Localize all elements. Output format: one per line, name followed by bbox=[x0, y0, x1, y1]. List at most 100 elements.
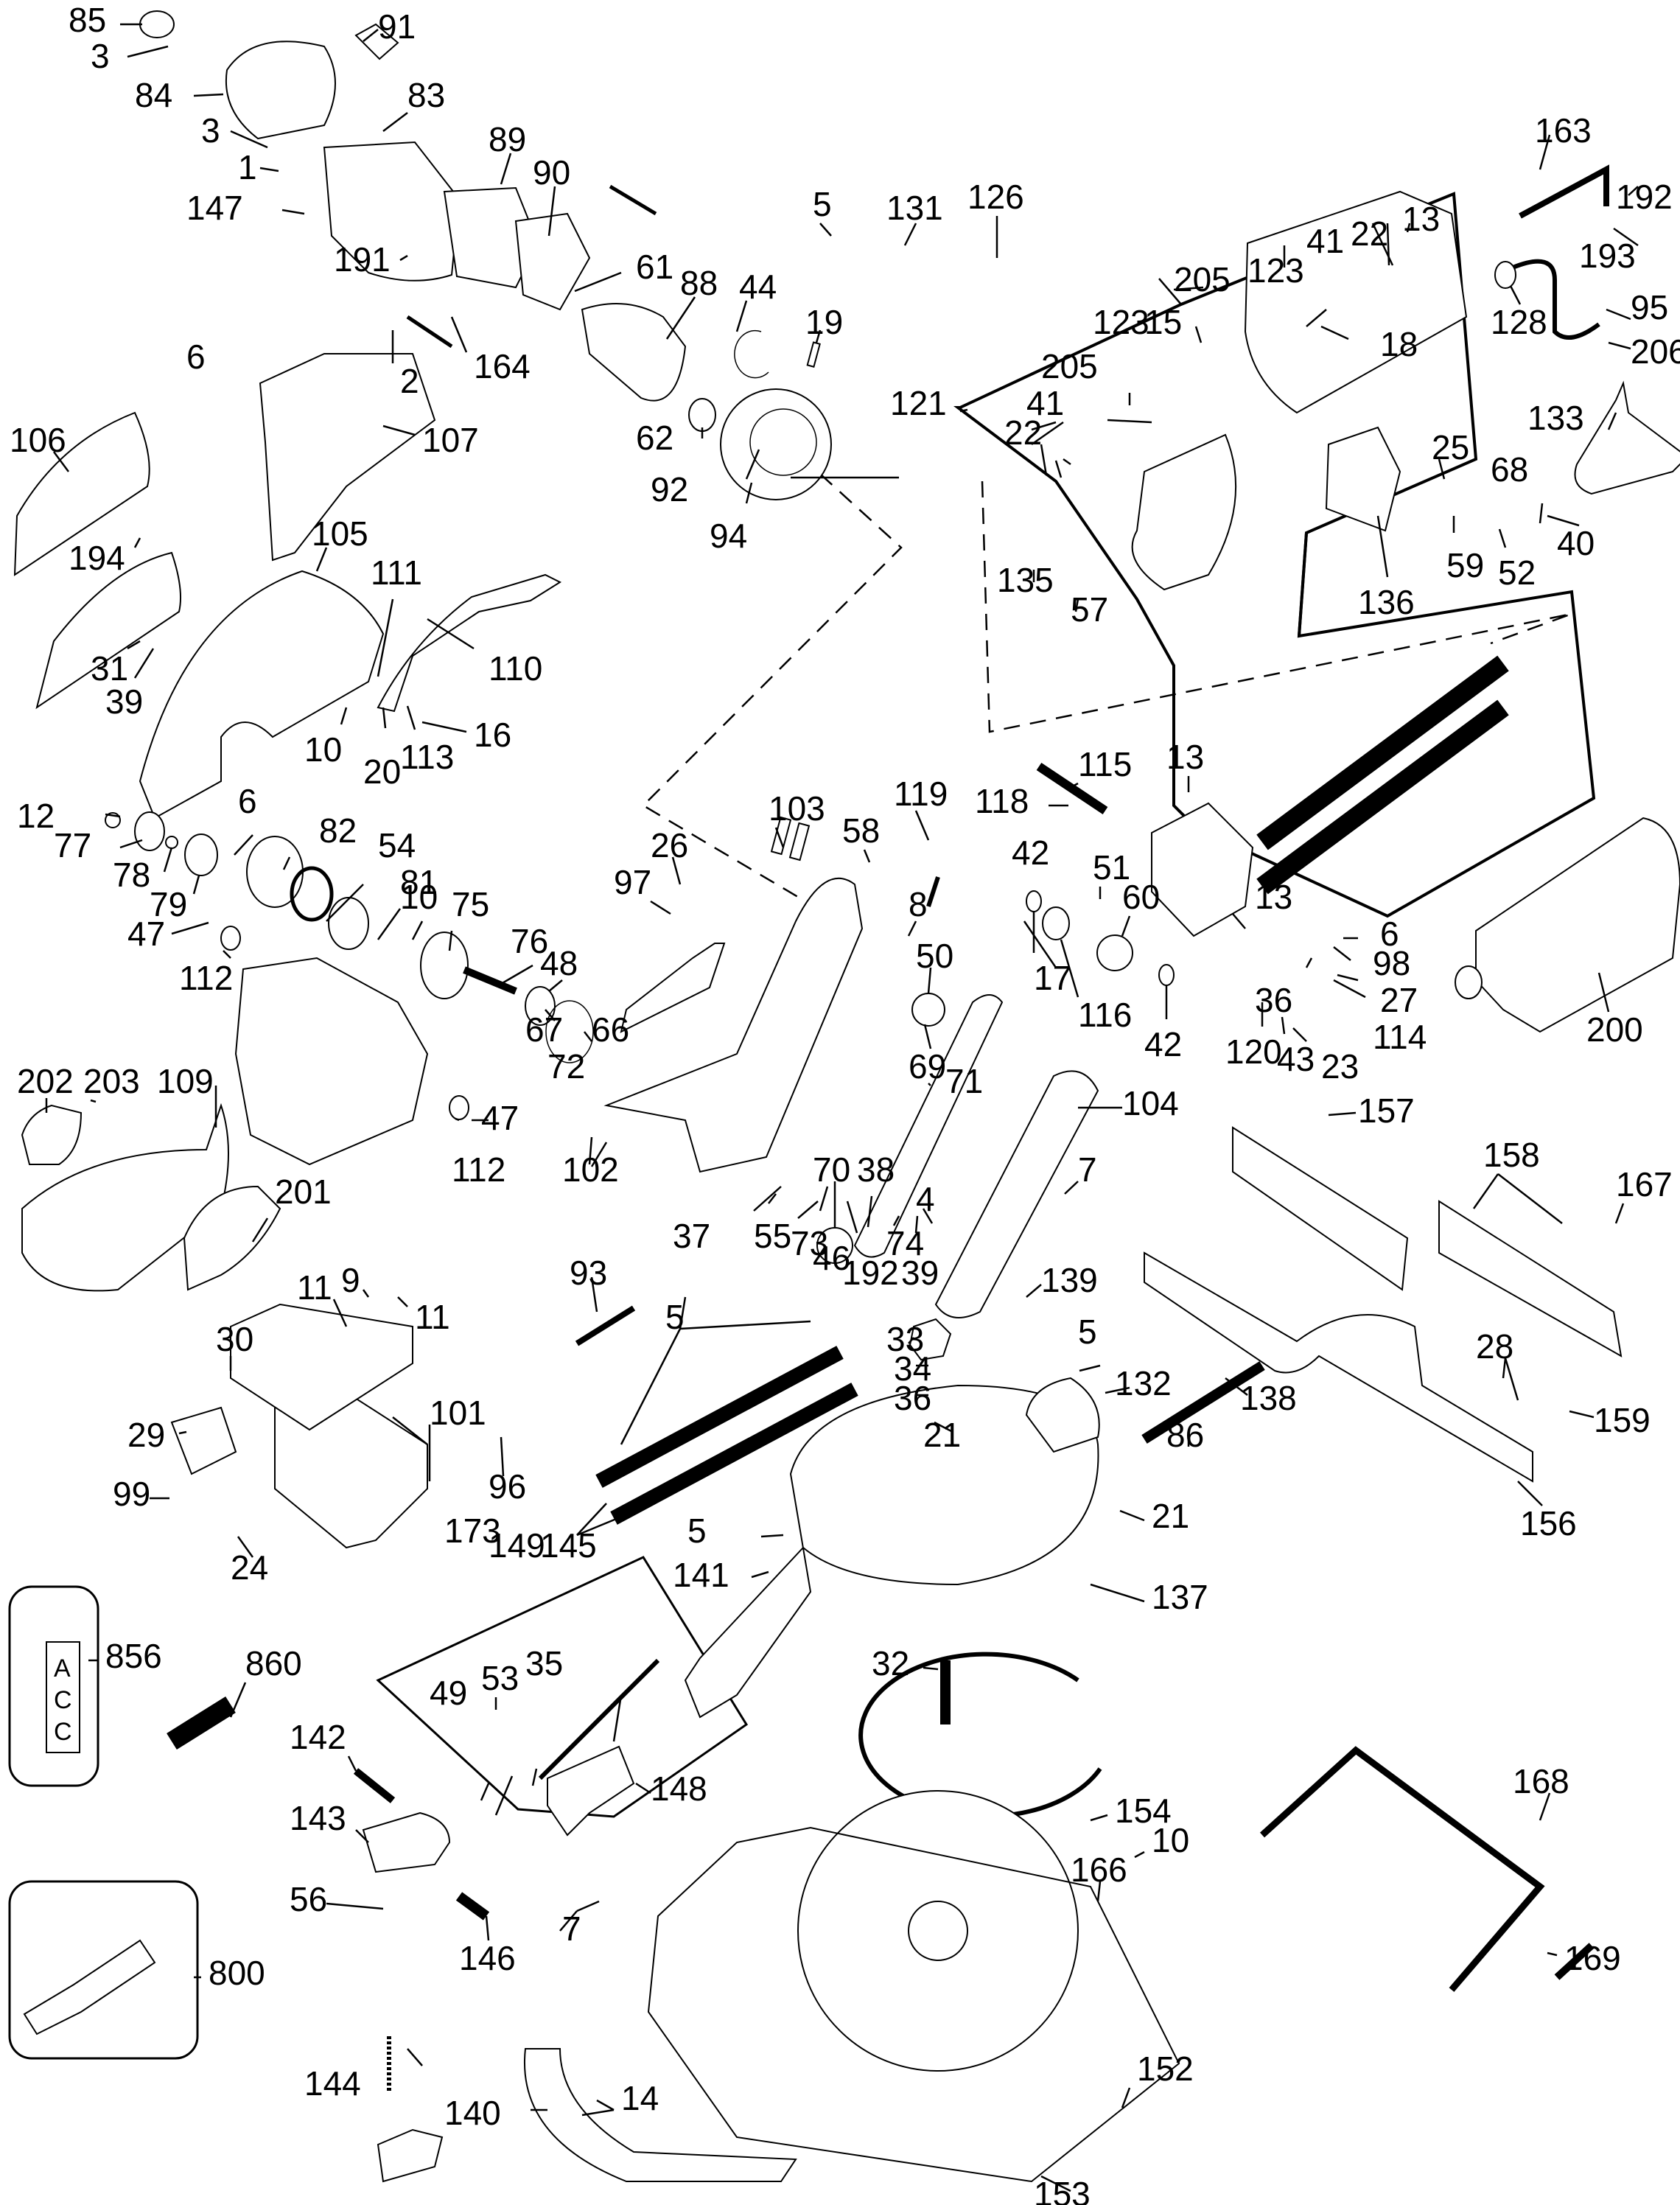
upper-guard-109[interactable] bbox=[234, 957, 429, 1166]
lower-guard-105[interactable] bbox=[139, 570, 385, 820]
wrench-163[interactable] bbox=[1519, 164, 1609, 219]
pivot-rod-138[interactable] bbox=[1141, 1361, 1265, 1444]
retaining-ring-44[interactable] bbox=[734, 329, 769, 379]
screw-long-1[interactable] bbox=[609, 184, 657, 216]
label-91[interactable] bbox=[354, 23, 399, 60]
guard-plate[interactable] bbox=[35, 551, 182, 710]
cord-set-95[interactable] bbox=[1511, 259, 1600, 340]
cover-202[interactable] bbox=[21, 1104, 83, 1165]
spindle-76[interactable] bbox=[463, 966, 517, 995]
callout-6: 6 bbox=[1380, 915, 1399, 953]
ring-154[interactable] bbox=[858, 1652, 1102, 1819]
bearing-81[interactable] bbox=[328, 897, 369, 950]
upper-guard-lower[interactable] bbox=[21, 1102, 229, 1292]
label-plate-85[interactable] bbox=[139, 10, 175, 38]
bearing-retainer-75[interactable] bbox=[420, 932, 469, 999]
callout-142: 142 bbox=[290, 1718, 346, 1756]
callout-192: 192 bbox=[842, 1254, 899, 1292]
handle-bracket-30[interactable] bbox=[230, 1303, 413, 1431]
rail-1[interactable] bbox=[1256, 655, 1509, 850]
spring-60[interactable] bbox=[1096, 934, 1133, 971]
washer-42b[interactable] bbox=[1158, 964, 1175, 986]
table-137[interactable] bbox=[684, 1384, 1099, 1719]
bearing-67[interactable] bbox=[525, 986, 556, 1026]
callout-106: 106 bbox=[10, 421, 66, 459]
bushing-112a[interactable] bbox=[220, 926, 241, 951]
connector-dash-1 bbox=[641, 473, 903, 903]
bracket-148[interactable] bbox=[547, 1745, 635, 1837]
callout-168: 168 bbox=[1513, 1762, 1569, 1800]
rod-115[interactable] bbox=[1036, 763, 1108, 814]
callout-159: 159 bbox=[1594, 1401, 1651, 1439]
outer-clamp-washer-77[interactable] bbox=[134, 811, 165, 851]
cover-201[interactable] bbox=[183, 1185, 281, 1291]
dust-chute-107[interactable] bbox=[259, 353, 436, 562]
callout-156: 156 bbox=[1520, 1504, 1577, 1542]
pin-146[interactable] bbox=[455, 1892, 490, 1921]
kerf-plate-149a[interactable] bbox=[595, 1346, 844, 1488]
callout-37: 37 bbox=[673, 1217, 710, 1255]
knob-133[interactable] bbox=[1574, 380, 1680, 495]
arm-102[interactable] bbox=[603, 877, 864, 1173]
guard-linkage-110[interactable] bbox=[377, 573, 562, 713]
fence-156[interactable] bbox=[1144, 1251, 1533, 1483]
bracket-136[interactable] bbox=[1325, 426, 1401, 532]
nut-33[interactable] bbox=[909, 1318, 952, 1361]
washer-42a[interactable] bbox=[1026, 890, 1042, 912]
end-cap-84[interactable] bbox=[225, 41, 336, 140]
gasket-72[interactable] bbox=[545, 1000, 594, 1063]
brush-holder-90[interactable] bbox=[514, 212, 591, 311]
callout-97: 97 bbox=[614, 863, 651, 901]
adapter-860[interactable] bbox=[167, 1696, 236, 1750]
bushing-112b[interactable] bbox=[449, 1095, 469, 1120]
tube-169[interactable] bbox=[1554, 1943, 1595, 1980]
callout-79: 79 bbox=[150, 885, 187, 923]
callout-54: 54 bbox=[378, 826, 416, 864]
rail-2[interactable] bbox=[1256, 699, 1509, 895]
gear-case-94[interactable] bbox=[720, 388, 832, 500]
belt-cover-104[interactable] bbox=[934, 1070, 1099, 1318]
callout-11: 11 bbox=[297, 1268, 332, 1307]
rail-bracket[interactable] bbox=[1151, 802, 1254, 937]
key-19[interactable] bbox=[806, 341, 821, 368]
miter-scale-140[interactable] bbox=[524, 2048, 797, 2182]
extension-rod-168[interactable] bbox=[1259, 1746, 1545, 1992]
pin-142[interactable] bbox=[353, 1768, 396, 1803]
seal-54[interactable] bbox=[290, 866, 334, 922]
cover-plate-82[interactable] bbox=[246, 836, 304, 908]
pin-119[interactable] bbox=[926, 876, 940, 907]
cover-plate-97[interactable] bbox=[620, 943, 726, 1033]
inner-clamp-washer-79[interactable] bbox=[184, 834, 218, 876]
motor-housing-83[interactable] bbox=[323, 141, 461, 282]
armature-88[interactable] bbox=[581, 303, 687, 402]
washer-78[interactable] bbox=[165, 836, 178, 849]
dust-bag-200[interactable] bbox=[1475, 817, 1680, 1033]
cable-tie-93[interactable] bbox=[575, 1305, 636, 1346]
pulley-69[interactable] bbox=[911, 993, 945, 1027]
handle-cover[interactable] bbox=[1244, 190, 1468, 414]
acc-letter-c1: C bbox=[54, 1686, 72, 1714]
lever-144[interactable] bbox=[377, 2128, 444, 2183]
callout-205: 205 bbox=[1041, 347, 1098, 385]
callout-107: 107 bbox=[422, 421, 479, 459]
screw-long-2[interactable] bbox=[406, 315, 453, 349]
callout-27: 27 bbox=[1380, 981, 1418, 1019]
rod-145[interactable] bbox=[538, 1658, 660, 1781]
bracket-143[interactable] bbox=[362, 1811, 451, 1873]
base-152[interactable] bbox=[647, 1826, 1180, 2183]
cord-protector-128[interactable] bbox=[1494, 261, 1516, 289]
handle-121[interactable] bbox=[1131, 433, 1237, 591]
fence-157[interactable] bbox=[1232, 1126, 1409, 1291]
pad-103a[interactable] bbox=[770, 816, 792, 856]
bearing-62[interactable] bbox=[688, 398, 716, 432]
switch-99[interactable] bbox=[170, 1406, 237, 1475]
belt-71[interactable] bbox=[853, 994, 1004, 1258]
callout-30: 30 bbox=[216, 1320, 253, 1358]
pulley-70[interactable] bbox=[816, 1227, 853, 1264]
callout-10: 10 bbox=[400, 878, 438, 916]
kerf-plate-149b[interactable] bbox=[610, 1383, 858, 1525]
pad-103b[interactable] bbox=[788, 822, 811, 862]
guard-window-106[interactable] bbox=[13, 411, 150, 576]
bushing-116[interactable] bbox=[1042, 906, 1070, 940]
fence-158[interactable] bbox=[1438, 1200, 1623, 1357]
